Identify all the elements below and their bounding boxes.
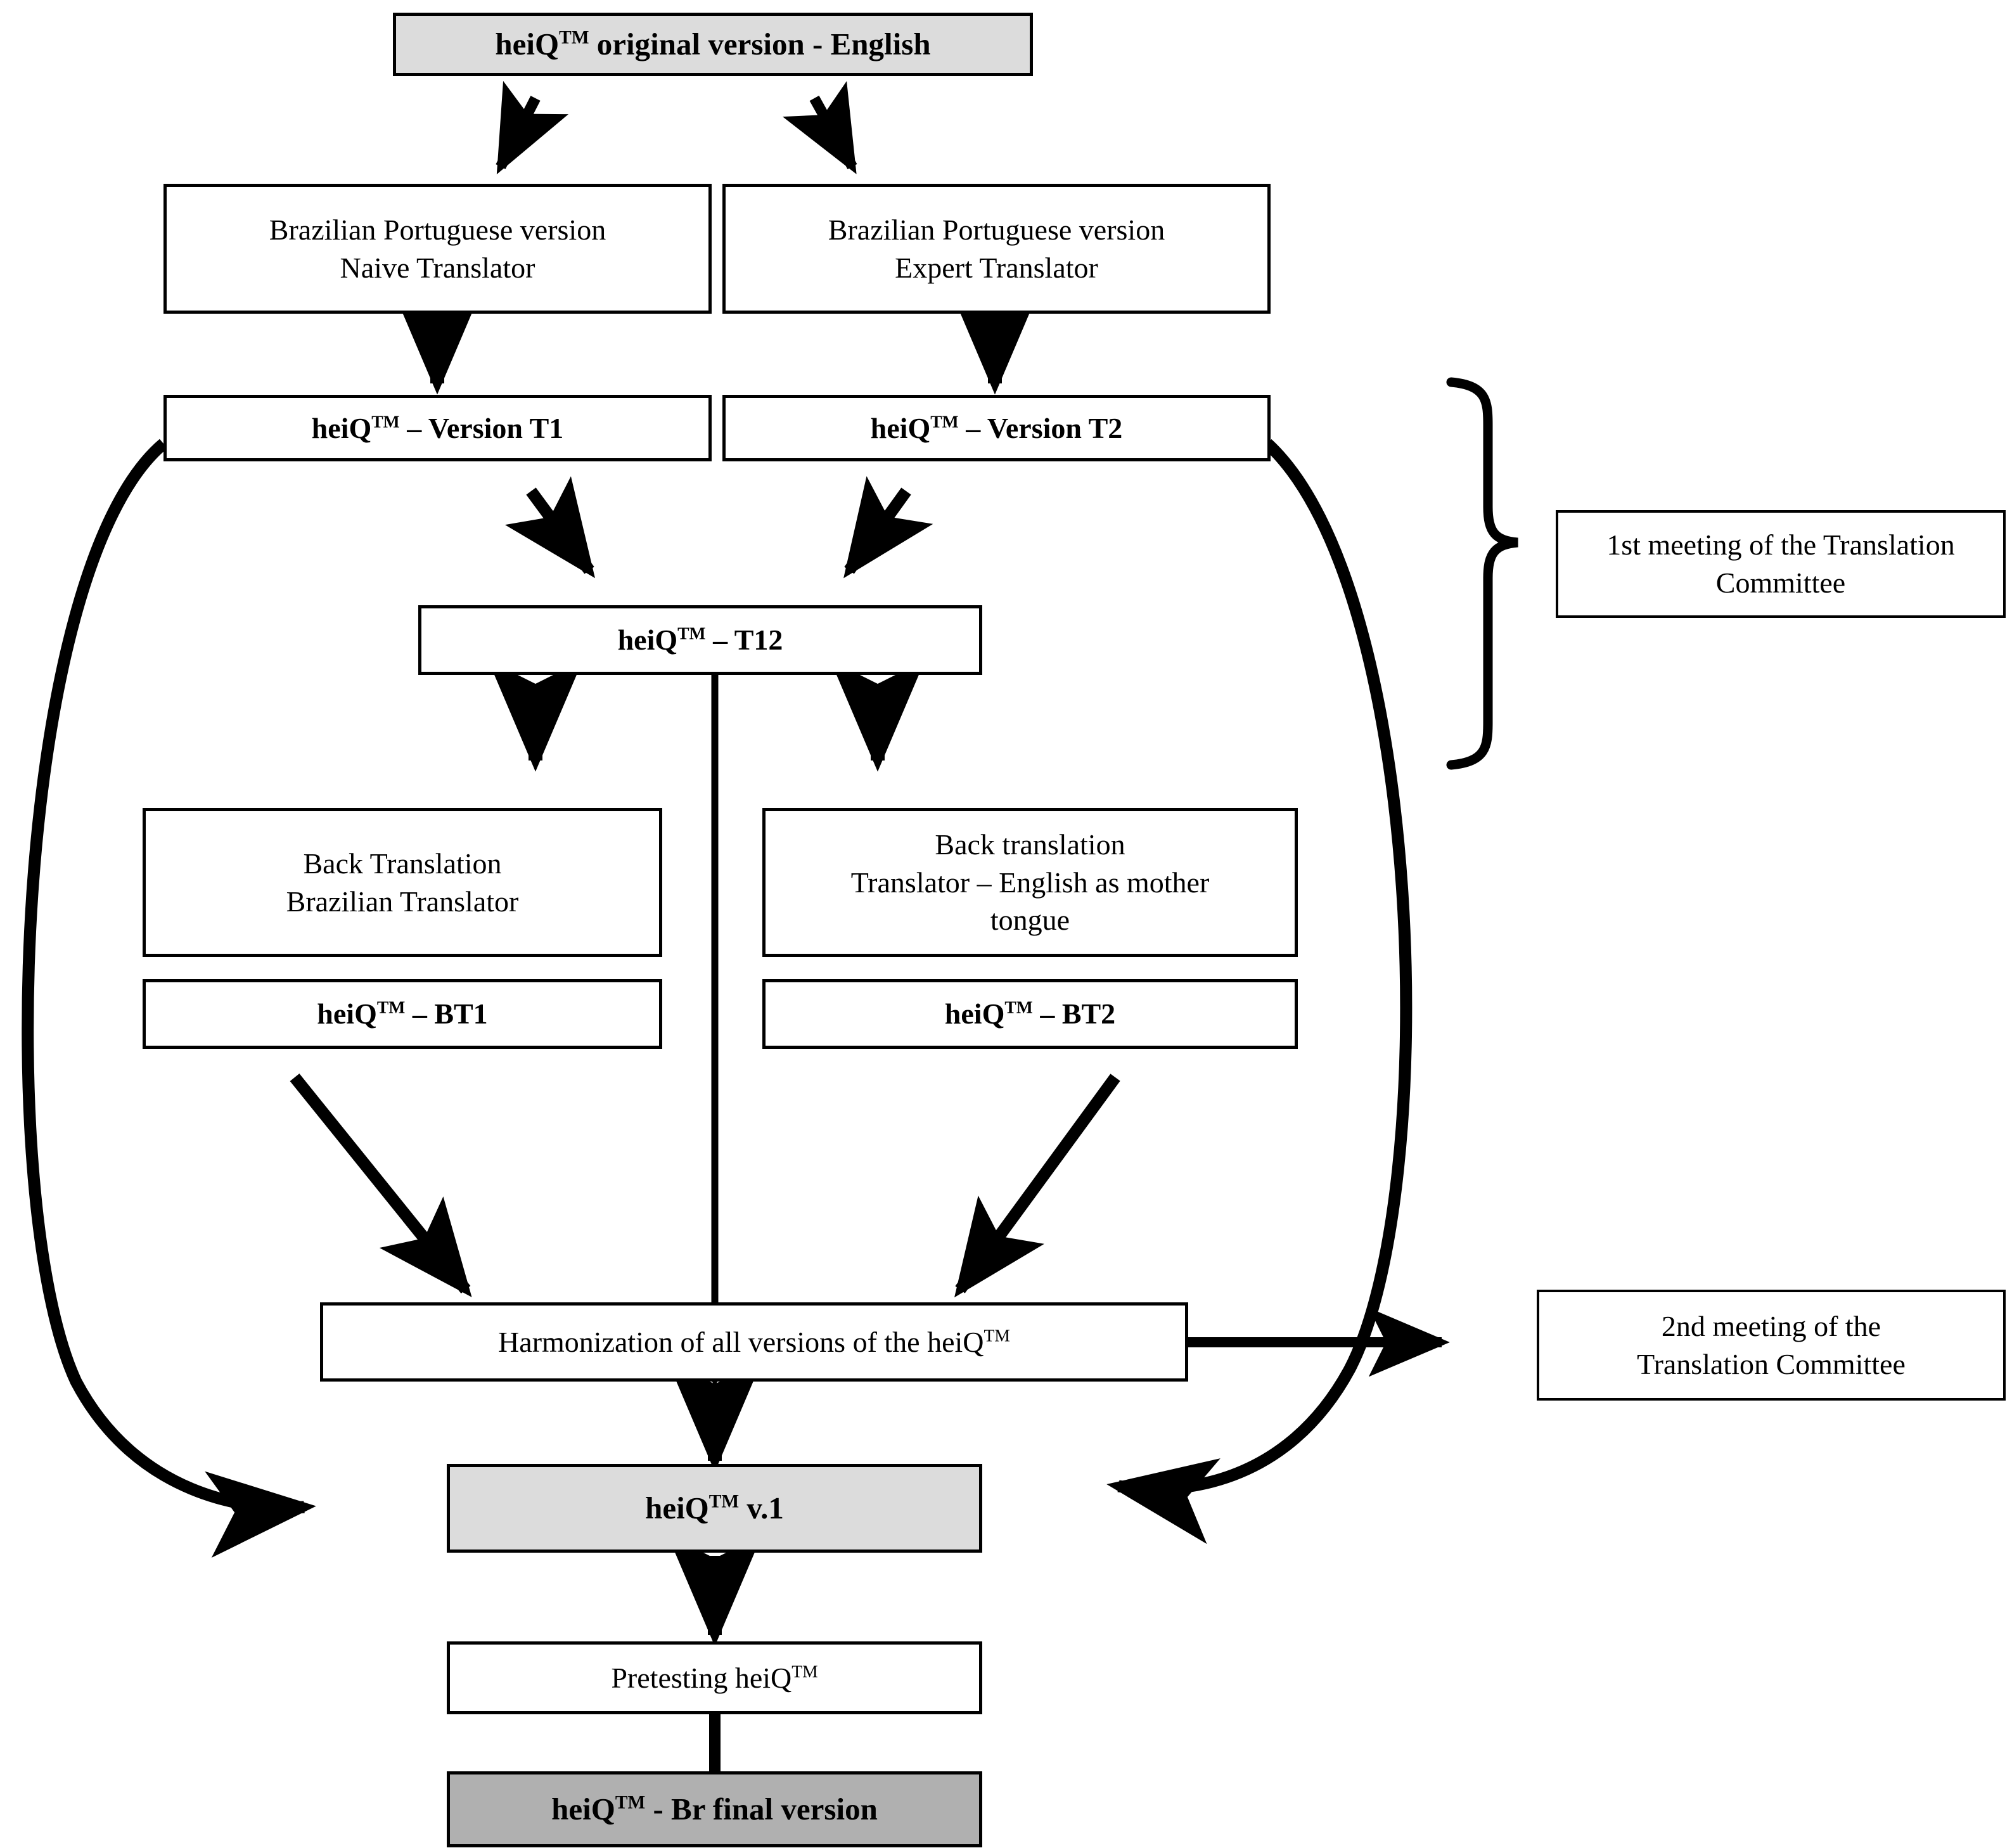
node-meeting-2[interactable]: 2nd meeting of the Translation Committee <box>1537 1290 2006 1401</box>
node-expert-translator[interactable]: Brazilian Portuguese version Expert Tran… <box>722 184 1271 314</box>
trademark-superscript: TM <box>615 1792 646 1813</box>
trademark-superscript: TM <box>559 27 589 48</box>
node-bt2-label-post: – BT2 <box>1032 998 1116 1030</box>
trademark-superscript: TM <box>1004 997 1033 1017</box>
node-naive-translator-line2: Naive Translator <box>340 251 535 284</box>
node-back-translation-english-line2: Translator – English as mother <box>850 866 1210 899</box>
node-final-version-label-pre: heiQ <box>551 1792 615 1827</box>
node-expert-translator-line1: Brazilian Portuguese version <box>828 213 1165 246</box>
node-version-t1-label-post: – Version T1 <box>399 411 564 444</box>
trademark-superscript: TM <box>376 997 406 1017</box>
node-final-version-label-post: - Br final version <box>645 1792 878 1827</box>
node-version-v1-label-post: v.1 <box>739 1491 784 1526</box>
node-original-version[interactable]: heiQTM original version - English <box>393 13 1033 76</box>
node-harmonization[interactable]: Harmonization of all versions of the hei… <box>320 1302 1188 1382</box>
node-meeting-2-line2: Translation Committee <box>1637 1347 1906 1380</box>
node-pretesting-label-pre: Pretesting heiQ <box>611 1661 792 1694</box>
node-original-version-label-post: original version - English <box>589 27 931 62</box>
trademark-superscript: TM <box>677 623 706 643</box>
node-naive-translator[interactable]: Brazilian Portuguese version Naive Trans… <box>163 184 712 314</box>
edge-original-to-expert <box>783 80 857 174</box>
node-bt1[interactable]: heiQTM – BT1 <box>143 979 662 1049</box>
edge-t2-to-t12 <box>843 476 933 579</box>
node-version-v1-label-pre: heiQ <box>645 1491 709 1526</box>
node-meeting-1-line1: 1st meeting of the Translation <box>1606 529 1955 561</box>
trademark-superscript: TM <box>984 1325 1010 1345</box>
node-bt2-label-pre: heiQ <box>944 998 1005 1030</box>
node-version-t2[interactable]: heiQTM – Version T2 <box>722 395 1271 461</box>
edge-bt2-to-harmonization <box>954 1074 1120 1298</box>
trademark-superscript: TM <box>930 411 959 432</box>
node-version-t2-label-pre: heiQ <box>870 411 931 444</box>
trademark-superscript: TM <box>791 1661 818 1681</box>
node-meeting-1[interactable]: 1st meeting of the Translation Committee <box>1556 510 2006 618</box>
node-t12-label-post: – T12 <box>705 624 783 657</box>
node-back-translation-english-line3: tongue <box>990 904 1070 937</box>
node-original-version-label-pre: heiQ <box>495 27 560 62</box>
node-back-translation-brazilian[interactable]: Back Translation Brazilian Translator <box>143 808 662 957</box>
node-back-translation-brazilian-line2: Brazilian Translator <box>286 885 519 918</box>
node-t12[interactable]: heiQTM – T12 <box>418 605 982 675</box>
node-pretesting[interactable]: Pretesting heiQTM <box>447 1641 982 1714</box>
node-version-t1-label-pre: heiQ <box>311 411 372 444</box>
trademark-superscript: TM <box>371 411 400 432</box>
node-back-translation-brazilian-line1: Back Translation <box>303 847 502 880</box>
node-bt1-label-post: – BT1 <box>405 998 488 1030</box>
node-version-v1[interactable]: heiQTM v.1 <box>447 1464 982 1553</box>
node-back-translation-english-line1: Back translation <box>935 828 1125 861</box>
edge-bt1-to-harmonization <box>290 1074 472 1297</box>
node-version-t2-label-post: – Version T2 <box>958 411 1123 444</box>
node-harmonization-label-pre: Harmonization of all versions of the hei… <box>498 1325 984 1358</box>
node-meeting-2-line1: 2nd meeting of the <box>1661 1309 1881 1342</box>
node-version-t1[interactable]: heiQTM – Version T1 <box>163 395 712 461</box>
node-naive-translator-line1: Brazilian Portuguese version <box>269 213 606 246</box>
trademark-superscript: TM <box>708 1491 740 1512</box>
node-final-version[interactable]: heiQTM - Br final version <box>447 1771 982 1847</box>
node-back-translation-english[interactable]: Back translation Translator – English as… <box>762 808 1298 957</box>
node-bt2[interactable]: heiQTM – BT2 <box>762 979 1298 1049</box>
edge-t1-to-t12 <box>504 476 596 579</box>
node-bt1-label-pre: heiQ <box>317 998 377 1030</box>
edge-brace-to-meeting-1 <box>1446 377 1518 770</box>
edge-original-to-naive <box>496 80 569 175</box>
node-t12-label-pre: heiQ <box>617 624 678 657</box>
edge-t1-loop-to-v1 <box>22 439 316 1558</box>
node-expert-translator-line2: Expert Translator <box>895 251 1098 284</box>
node-meeting-1-line2: Committee <box>1715 567 1846 599</box>
